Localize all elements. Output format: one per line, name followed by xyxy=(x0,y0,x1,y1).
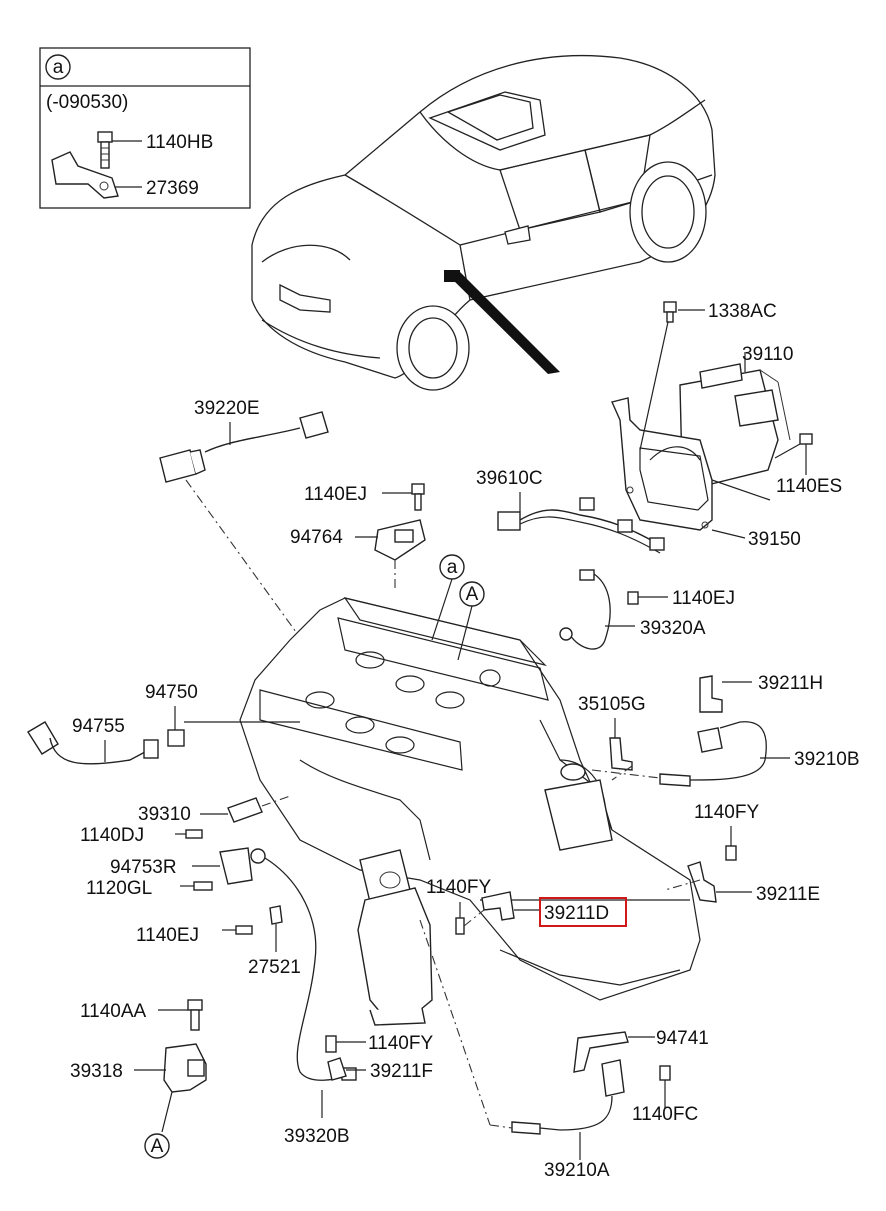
inset-box: a (-090530) 1140HB 27369 xyxy=(39,47,251,209)
label-39211H: 39211H xyxy=(758,673,823,694)
ref-marker-a-engine: a xyxy=(431,554,465,641)
bracket-39211E-icon xyxy=(687,861,717,903)
bolt-1140FY-mid-icon xyxy=(455,917,465,935)
label-1120GL: 1120GL xyxy=(86,878,152,899)
bolt-1338AC-icon xyxy=(663,301,677,323)
sensor-39220E-icon xyxy=(159,411,329,483)
label-94755: 94755 xyxy=(72,716,125,737)
ecu-location-arrow xyxy=(445,272,560,374)
bolt-1140FY-right-icon xyxy=(725,845,737,861)
label-39310: 39310 xyxy=(138,804,191,825)
label-1140FC: 1140FC xyxy=(632,1104,698,1125)
svg-text:a: a xyxy=(447,557,458,578)
inset-range: (-090530) xyxy=(46,92,128,113)
bracket-39211F-icon xyxy=(327,1057,347,1081)
label-94764: 94764 xyxy=(290,527,343,548)
label-94753R: 94753R xyxy=(110,857,177,878)
svg-text:A: A xyxy=(151,1136,164,1157)
label-27521: 27521 xyxy=(248,957,301,978)
catalytic-converter-icon xyxy=(357,763,613,1026)
bolt-1140FY-low-icon xyxy=(325,1035,337,1053)
label-1140AA: 1140AA xyxy=(80,1001,147,1022)
label-39318: 39318 xyxy=(70,1061,123,1082)
bracket-94764-icon xyxy=(374,519,426,561)
engine-block xyxy=(239,597,701,1001)
bolt-1140AA-icon xyxy=(187,999,203,1031)
label-1140EJ-left: 1140EJ xyxy=(136,925,199,946)
inset-part-1: 27369 xyxy=(146,178,199,199)
label-39610C: 39610C xyxy=(476,468,543,489)
label-39211F: 39211F xyxy=(370,1061,433,1082)
bolt-1140EJ-right-icon xyxy=(627,591,639,605)
highlight-box-39211D xyxy=(539,897,627,927)
bolt-1140EJ-top-icon xyxy=(411,483,425,511)
inset-bracket-icon xyxy=(51,151,119,199)
label-39150: 39150 xyxy=(748,529,801,550)
bolt-1120GL-icon xyxy=(193,881,213,891)
label-1140ES: 1140ES xyxy=(776,476,842,497)
label-35105G: 35105G xyxy=(578,694,646,715)
ref-marker-A-bottom: A xyxy=(144,1133,170,1159)
label-94750: 94750 xyxy=(145,682,198,703)
label-39211D: 39211D xyxy=(544,903,609,924)
label-39210A: 39210A xyxy=(544,1160,610,1181)
label-1140EJ-right: 1140EJ xyxy=(672,588,735,609)
label-39110: 39110 xyxy=(742,344,793,365)
sensor-39320A-icon xyxy=(559,569,611,650)
sensor-39210B-icon xyxy=(659,721,767,787)
sensor-39310-icon xyxy=(227,797,263,823)
bracket-94753R-icon xyxy=(219,847,266,885)
sensor-39210A-icon xyxy=(511,1059,625,1135)
svg-text:A: A xyxy=(466,584,479,605)
inset-marker-circle xyxy=(45,54,71,80)
sensor-39318-icon xyxy=(163,1043,207,1093)
bolt-1140FC-icon xyxy=(659,1065,671,1081)
label-1140FY-mid: 1140FY xyxy=(426,877,491,898)
label-1140FY-right: 1140FY xyxy=(694,802,759,823)
sensor-94750-icon xyxy=(167,729,185,747)
label-39211E: 39211E xyxy=(756,884,820,905)
label-39320B: 39320B xyxy=(284,1126,350,1147)
label-1140DJ: 1140DJ xyxy=(80,825,144,846)
bracket-39211H-icon xyxy=(699,675,723,713)
clip-27521-icon xyxy=(269,905,283,925)
label-39210B: 39210B xyxy=(794,749,860,770)
car-illustration xyxy=(251,55,716,391)
ref-marker-A-engine: A xyxy=(457,581,485,661)
harness-39610C-icon xyxy=(497,497,665,554)
label-1338AC: 1338AC xyxy=(708,301,777,322)
ecu-location-marker xyxy=(444,270,460,282)
inset-bolt-icon xyxy=(97,131,113,169)
label-39320A: 39320A xyxy=(640,618,706,639)
bolt-1140EJ-left-icon xyxy=(235,925,253,935)
label-39220E: 39220E xyxy=(194,398,260,419)
bolt-1140DJ-icon xyxy=(185,829,203,839)
sensor-94755-icon xyxy=(27,721,159,765)
inset-marker: a xyxy=(53,57,64,78)
label-94741: 94741 xyxy=(656,1028,709,1049)
ecu-bracket xyxy=(611,397,713,531)
inset-part-0: 1140HB xyxy=(146,132,213,153)
label-1140EJ-top: 1140EJ xyxy=(304,484,367,505)
bracket-94741-icon xyxy=(573,1031,629,1073)
label-1140FY-low: 1140FY xyxy=(368,1033,433,1054)
sensor-35105G-icon xyxy=(609,737,633,771)
